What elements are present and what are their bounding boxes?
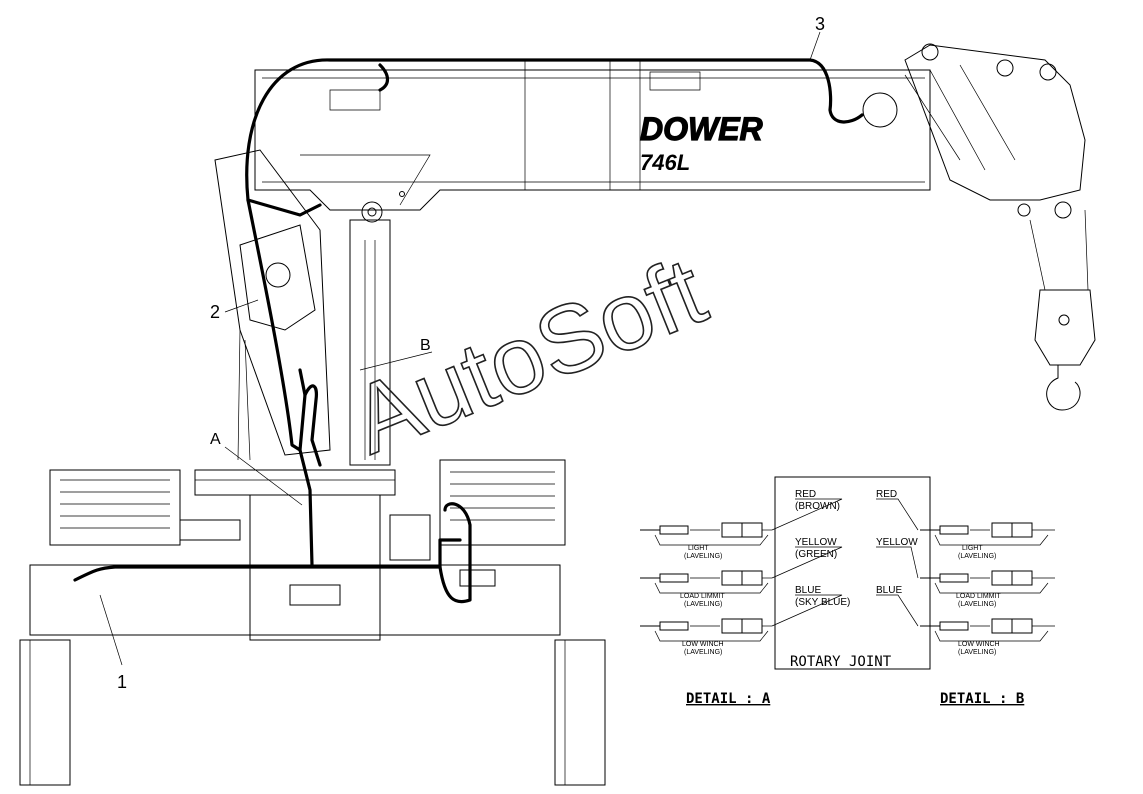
detail-a-load: LOAD LIMMIT	[680, 593, 725, 600]
detail-a-winch-sub: (LAVELING)	[684, 649, 722, 656]
callout-3: 3	[815, 14, 825, 34]
boom-outline	[254, 69, 931, 211]
right-leg	[554, 639, 606, 786]
detail-a-light-sub: (LAVELING)	[684, 553, 722, 560]
left-leg	[19, 639, 71, 786]
boom-brand: DOWER	[640, 111, 763, 147]
right-color-yellow: YELLOW	[876, 537, 918, 548]
watermark: AutoSoft	[338, 237, 720, 474]
callouts: 3 2 1 A B	[99, 14, 825, 692]
detail-a-load-sub: (LAVELING)	[684, 601, 722, 608]
detail-b-winch-sub: (LAVELING)	[958, 649, 996, 656]
left-color-yellow: YELLOW	[795, 537, 837, 548]
rotary-joint-box: ROTARY JOINT RED (BROWN) YELLOW (GREEN) …	[771, 476, 931, 670]
hook-block	[1034, 289, 1096, 366]
callout-b: B	[420, 337, 431, 354]
base-frame	[29, 564, 561, 636]
left-color-red: RED	[795, 489, 816, 500]
boom-logo: DOWER 746L	[639, 110, 763, 175]
right-color-red: RED	[876, 489, 897, 500]
detail-b-winch: LOW WINCH	[958, 641, 1000, 648]
callout-2: 2	[210, 302, 220, 322]
rotary-joint-title: ROTARY JOINT	[790, 654, 892, 670]
mast-column	[349, 219, 391, 466]
detail-a-light: LIGHT	[688, 545, 709, 552]
right-color-blue: BLUE	[876, 585, 902, 596]
detail-b-light-sub: (LAVELING)	[958, 553, 996, 560]
cable-3	[245, 58, 864, 202]
detail-b-load-sub: (LAVELING)	[958, 601, 996, 608]
detail-a-connectors: LIGHT (LAVELING) LOAD LIMMIT (LAVELING) …	[640, 522, 772, 707]
detail-a-winch: LOW WINCH	[682, 641, 724, 648]
boom-model: 746L	[640, 150, 690, 175]
cable-2	[246, 198, 307, 452]
callout-1: 1	[117, 672, 127, 692]
cable-1	[73, 502, 472, 604]
detail-b-light: LIGHT	[962, 545, 983, 552]
detail-b-load: LOAD LIMMIT	[956, 593, 1001, 600]
boom-head	[904, 44, 1086, 201]
detail-b-connectors: LIGHT (LAVELING) LOAD LIMMIT (LAVELING) …	[920, 522, 1055, 707]
crane-structure	[19, 43, 1096, 786]
detail-b-title: DETAIL : B	[940, 691, 1024, 707]
left-color-red-sub: (BROWN)	[795, 501, 840, 512]
main-arm	[214, 149, 331, 456]
wiring-harness	[73, 58, 864, 604]
detail-a-title: DETAIL : A	[686, 691, 771, 707]
callout-a: A	[210, 431, 221, 448]
left-color-yellow-sub: (GREEN)	[795, 549, 837, 560]
left-color-blue-sub: (SKY BLUE)	[795, 597, 850, 608]
left-color-blue: BLUE	[795, 585, 821, 596]
turret-plate	[194, 469, 396, 496]
hook	[1046, 365, 1081, 411]
